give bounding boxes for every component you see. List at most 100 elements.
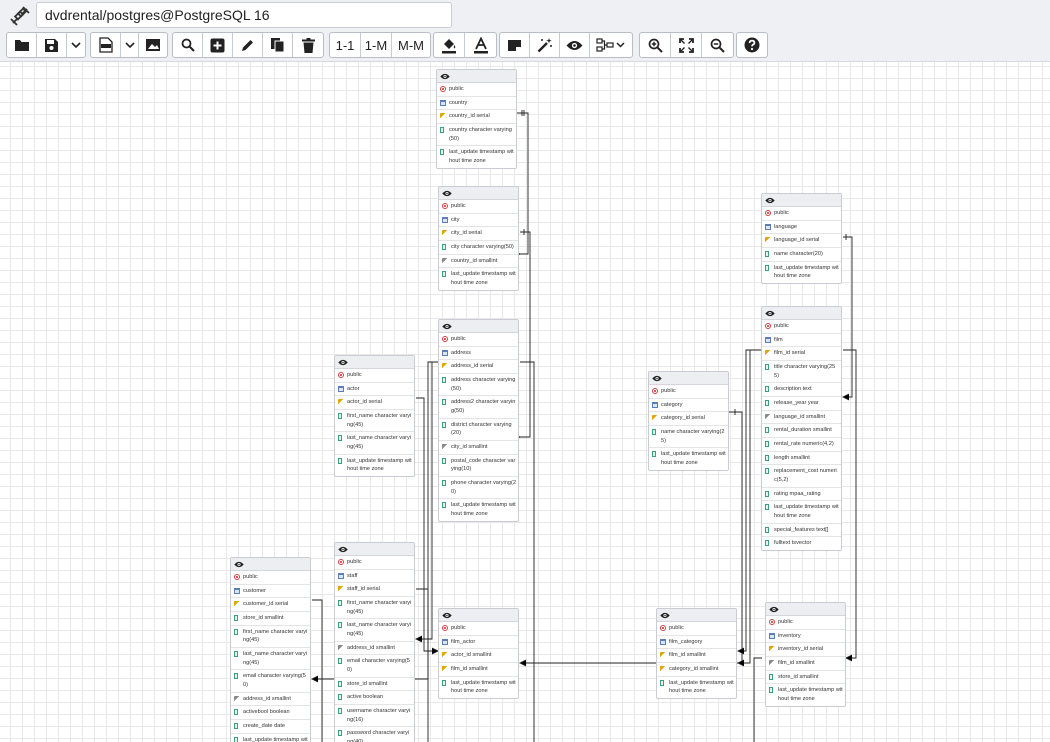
connector-layout-button[interactable] xyxy=(590,33,632,57)
table-name-row[interactable]: film_actor xyxy=(439,636,518,650)
column-row[interactable]: active boolean xyxy=(335,691,414,705)
schema-row[interactable]: public xyxy=(437,83,516,97)
schema-row[interactable]: public xyxy=(335,369,414,383)
erd-canvas[interactable]: publiccountrycountry_id serialcountry ch… xyxy=(0,62,1050,742)
table-header[interactable] xyxy=(231,558,310,571)
column-row[interactable]: rental_rate numeric(4,2) xyxy=(762,438,841,452)
edit-table-button[interactable] xyxy=(233,33,263,57)
toggle-details-button[interactable] xyxy=(560,33,590,57)
schema-row[interactable]: public xyxy=(762,320,841,334)
schema-row[interactable]: public xyxy=(649,385,728,399)
delete-table-button[interactable] xyxy=(293,33,323,57)
eye-icon[interactable] xyxy=(440,73,450,80)
column-row[interactable]: special_features text[] xyxy=(762,524,841,538)
table-category[interactable]: publiccategorycategory_id serialname cha… xyxy=(648,371,729,471)
zoom-in-button[interactable] xyxy=(640,33,671,57)
table-film-actor[interactable]: publicfilm_actoractor_id smallintfilm_id… xyxy=(438,608,519,699)
column-row[interactable]: store_id smallint xyxy=(766,671,845,685)
help-button[interactable] xyxy=(737,33,767,57)
table-name-row[interactable]: inventory xyxy=(766,630,845,644)
table-header[interactable] xyxy=(762,194,841,207)
column-row[interactable]: fulltext tsvector xyxy=(762,537,841,550)
table-header[interactable] xyxy=(439,609,518,622)
column-row[interactable]: language_id smallint xyxy=(762,411,841,425)
table-staff[interactable]: publicstaffstaff_id serialfirst_name cha… xyxy=(334,542,415,742)
table-header[interactable] xyxy=(335,356,414,369)
column-row[interactable]: phone character varying(20) xyxy=(439,477,518,499)
column-row[interactable]: last_update timestamp without time zone xyxy=(766,684,845,705)
save-dropdown-button[interactable] xyxy=(67,33,85,57)
column-row[interactable]: last_name character varying(45) xyxy=(335,432,414,454)
column-row[interactable]: actor_id serial xyxy=(335,396,414,410)
column-row[interactable]: last_update timestamp without time zone xyxy=(439,499,518,520)
column-row[interactable]: inventory_id serial xyxy=(766,643,845,657)
column-row[interactable]: create_date date xyxy=(231,720,310,734)
column-row[interactable]: last_name character varying(45) xyxy=(231,648,310,670)
eye-icon[interactable] xyxy=(769,606,779,613)
column-row[interactable]: activebool boolean xyxy=(231,706,310,720)
eye-icon[interactable] xyxy=(660,612,670,619)
column-row[interactable]: email character varying(50) xyxy=(335,655,414,677)
table-name-row[interactable]: country xyxy=(437,97,516,111)
column-row[interactable]: city_id smallint xyxy=(439,441,518,455)
column-row[interactable]: store_id smallint xyxy=(231,612,310,626)
column-row[interactable]: rental_duration smallint xyxy=(762,424,841,438)
column-row[interactable]: last_update timestamp without time zone xyxy=(439,268,518,289)
eye-icon[interactable] xyxy=(765,197,775,204)
column-row[interactable]: last_name character varying(45) xyxy=(335,619,414,641)
one-to-many-button[interactable]: 1-M xyxy=(361,33,392,57)
table-name-row[interactable]: staff xyxy=(335,570,414,584)
column-row[interactable]: address_id serial xyxy=(439,360,518,374)
column-row[interactable]: last_update timestamp without time zone xyxy=(762,501,841,523)
table-actor[interactable]: publicactoractor_id serialfirst_name cha… xyxy=(334,355,415,477)
table-header[interactable] xyxy=(766,603,845,616)
column-row[interactable]: store_id smallint xyxy=(335,678,414,692)
column-row[interactable]: country character varying(50) xyxy=(437,124,516,146)
table-inventory[interactable]: publicinventoryinventory_id serialfilm_i… xyxy=(765,602,846,707)
column-row[interactable]: last_update timestamp without time zone xyxy=(335,455,414,476)
column-row[interactable]: email character varying(50) xyxy=(231,670,310,692)
table-city[interactable]: publiccitycity_id serialcity character v… xyxy=(438,186,519,291)
table-header[interactable] xyxy=(762,307,841,320)
column-row[interactable]: last_update timestamp without time zone xyxy=(439,677,518,698)
column-row[interactable]: address_id smallint xyxy=(231,693,310,707)
column-row[interactable]: language_id serial xyxy=(762,234,841,248)
text-color-button[interactable] xyxy=(465,33,496,57)
clone-table-button[interactable] xyxy=(263,33,293,57)
table-header[interactable] xyxy=(649,372,728,385)
column-row[interactable]: first_name character varying(45) xyxy=(231,626,310,648)
eye-icon[interactable] xyxy=(338,546,348,553)
column-row[interactable]: last_update timestamp without time zone xyxy=(231,734,310,742)
column-row[interactable]: release_year year xyxy=(762,397,841,411)
table-name-row[interactable]: film xyxy=(762,334,841,348)
table-header[interactable] xyxy=(657,609,736,622)
zoom-out-button[interactable] xyxy=(702,33,733,57)
eye-icon[interactable] xyxy=(442,612,452,619)
table-header[interactable] xyxy=(439,187,518,200)
schema-row[interactable]: public xyxy=(657,622,736,636)
add-note-button[interactable] xyxy=(500,33,530,57)
column-row[interactable]: category_id smallint xyxy=(657,663,736,677)
eye-icon[interactable] xyxy=(442,190,452,197)
column-row[interactable]: staff_id serial xyxy=(335,583,414,597)
column-row[interactable]: description text xyxy=(762,383,841,397)
column-row[interactable]: rating mpaa_rating xyxy=(762,488,841,502)
table-customer[interactable]: publiccustomercustomer_id serialstore_id… xyxy=(230,557,311,742)
schema-row[interactable]: public xyxy=(766,616,845,630)
one-to-one-button[interactable]: 1-1 xyxy=(330,33,361,57)
column-row[interactable]: name character varying(25) xyxy=(649,426,728,448)
schema-row[interactable]: public xyxy=(231,571,310,585)
schema-row[interactable]: public xyxy=(439,200,518,214)
eye-icon[interactable] xyxy=(442,323,452,330)
table-country[interactable]: publiccountrycountry_id serialcountry ch… xyxy=(436,69,517,169)
add-table-button[interactable] xyxy=(203,33,233,57)
column-row[interactable]: last_update timestamp without time zone xyxy=(649,448,728,469)
table-name-row[interactable]: address xyxy=(439,347,518,361)
column-row[interactable]: district character varying(20) xyxy=(439,419,518,441)
sql-dropdown-button[interactable] xyxy=(121,33,139,57)
table-name-row[interactable]: category xyxy=(649,399,728,413)
column-row[interactable]: customer_id serial xyxy=(231,598,310,612)
column-row[interactable]: name character(20) xyxy=(762,248,841,262)
column-row[interactable]: actor_id smallint xyxy=(439,649,518,663)
column-row[interactable]: password character varying(40) xyxy=(335,727,414,742)
